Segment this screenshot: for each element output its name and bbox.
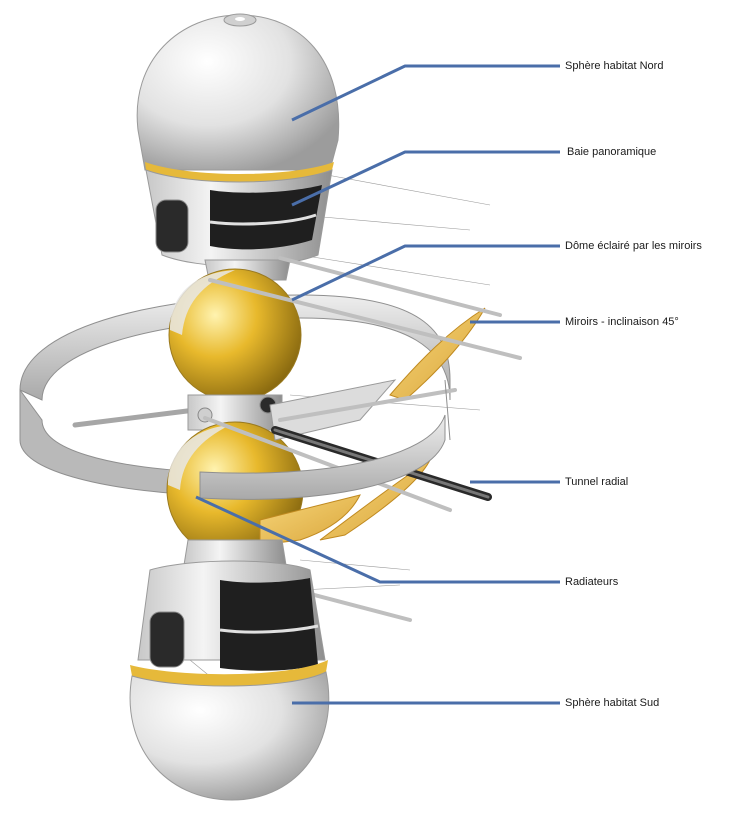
label-south-habitat-sphere: Sphère habitat Sud: [565, 697, 660, 709]
label-dome: Dôme éclairé par les miroirs: [565, 240, 702, 252]
leader-radiators: [195, 495, 560, 584]
upper-dome: [168, 268, 302, 402]
label-mirrors: Miroirs - inclinaison 45°: [565, 316, 679, 328]
leader-lines: [195, 64, 560, 705]
leader-panoramic-bay: [291, 150, 560, 207]
ring-spokes: [72, 407, 198, 428]
rotating-ring-front: [199, 379, 451, 500]
south-habitat-sphere: [129, 539, 330, 801]
leader-north-sphere: [291, 64, 560, 122]
label-north-habitat-sphere: Sphère habitat Nord: [565, 60, 664, 72]
label-radial-tunnel: Tunnel radial: [565, 476, 629, 488]
label-panoramic-bay: Baie panoramique: [567, 146, 657, 158]
north-habitat-sphere: [136, 13, 340, 281]
label-radiators: Radiateurs: [565, 576, 619, 588]
leader-dome: [291, 244, 560, 302]
